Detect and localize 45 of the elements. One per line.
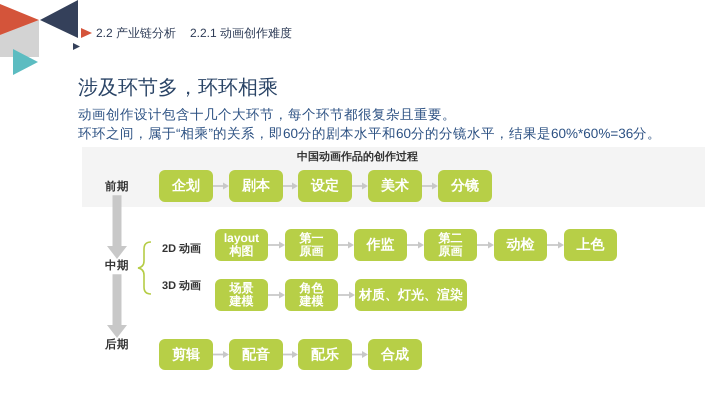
process-box: 第一原画: [285, 229, 338, 261]
process-box: 配乐: [298, 339, 352, 370]
section-label: 2.2 产业链分析: [96, 26, 176, 40]
category-label: 3D 动画: [162, 280, 202, 294]
arrow: [213, 182, 229, 190]
process-box: 配音: [229, 339, 283, 370]
process-box: 上色: [564, 229, 617, 261]
stage-label: 中期: [105, 260, 129, 274]
arrow: [338, 292, 355, 298]
process-box: layout 构图: [215, 229, 268, 261]
stage-label: 前期: [105, 181, 129, 194]
body-text: 动画创作设计包含十几个大环节，每个环节都很复杂且重要。: [78, 107, 456, 124]
process-box: 第二原画: [424, 229, 477, 261]
process-box: 动检: [494, 229, 547, 261]
process-box: 合成: [368, 339, 422, 370]
process-box: 美术: [368, 170, 422, 202]
section-label: 2.2.1 动画创作难度: [190, 26, 292, 40]
arrow: [407, 242, 424, 248]
arrow: [352, 351, 368, 358]
body-text: 环环之间，属于“相乘”的关系，即60分的剧本水平和60分的分镜水平，结果是60%*60%=36分。: [78, 126, 662, 142]
arrow: [268, 242, 285, 248]
arrow: [547, 242, 564, 248]
process-box: 作监: [354, 229, 407, 261]
diagram-heading: 中国动画作品的创作过程: [297, 151, 418, 164]
slide-title: 涉及环节多，环环相乘: [78, 76, 278, 100]
block-arrow: [107, 195, 127, 259]
process-box: 企划: [159, 170, 213, 202]
arrow: [352, 182, 368, 190]
arrow: [283, 351, 298, 358]
process-box: 剪辑: [159, 339, 213, 370]
process-box: 材质、灯光、渲染: [355, 279, 467, 311]
arrow: [338, 242, 354, 248]
stage-label: 后期: [105, 339, 129, 352]
arrow: [213, 351, 229, 358]
arrow: [422, 182, 438, 190]
block-arrow: [107, 274, 127, 338]
category-label: 2D 动画: [162, 243, 202, 256]
process-box: 剧本: [229, 170, 283, 202]
arrow: [268, 292, 285, 298]
process-box: 角色建模: [285, 279, 338, 311]
process-box: 设定: [298, 170, 352, 202]
arrow: [283, 182, 298, 190]
arrow: [477, 242, 494, 248]
process-box: 场景建模: [215, 279, 268, 311]
process-box: 分镜: [438, 170, 492, 202]
